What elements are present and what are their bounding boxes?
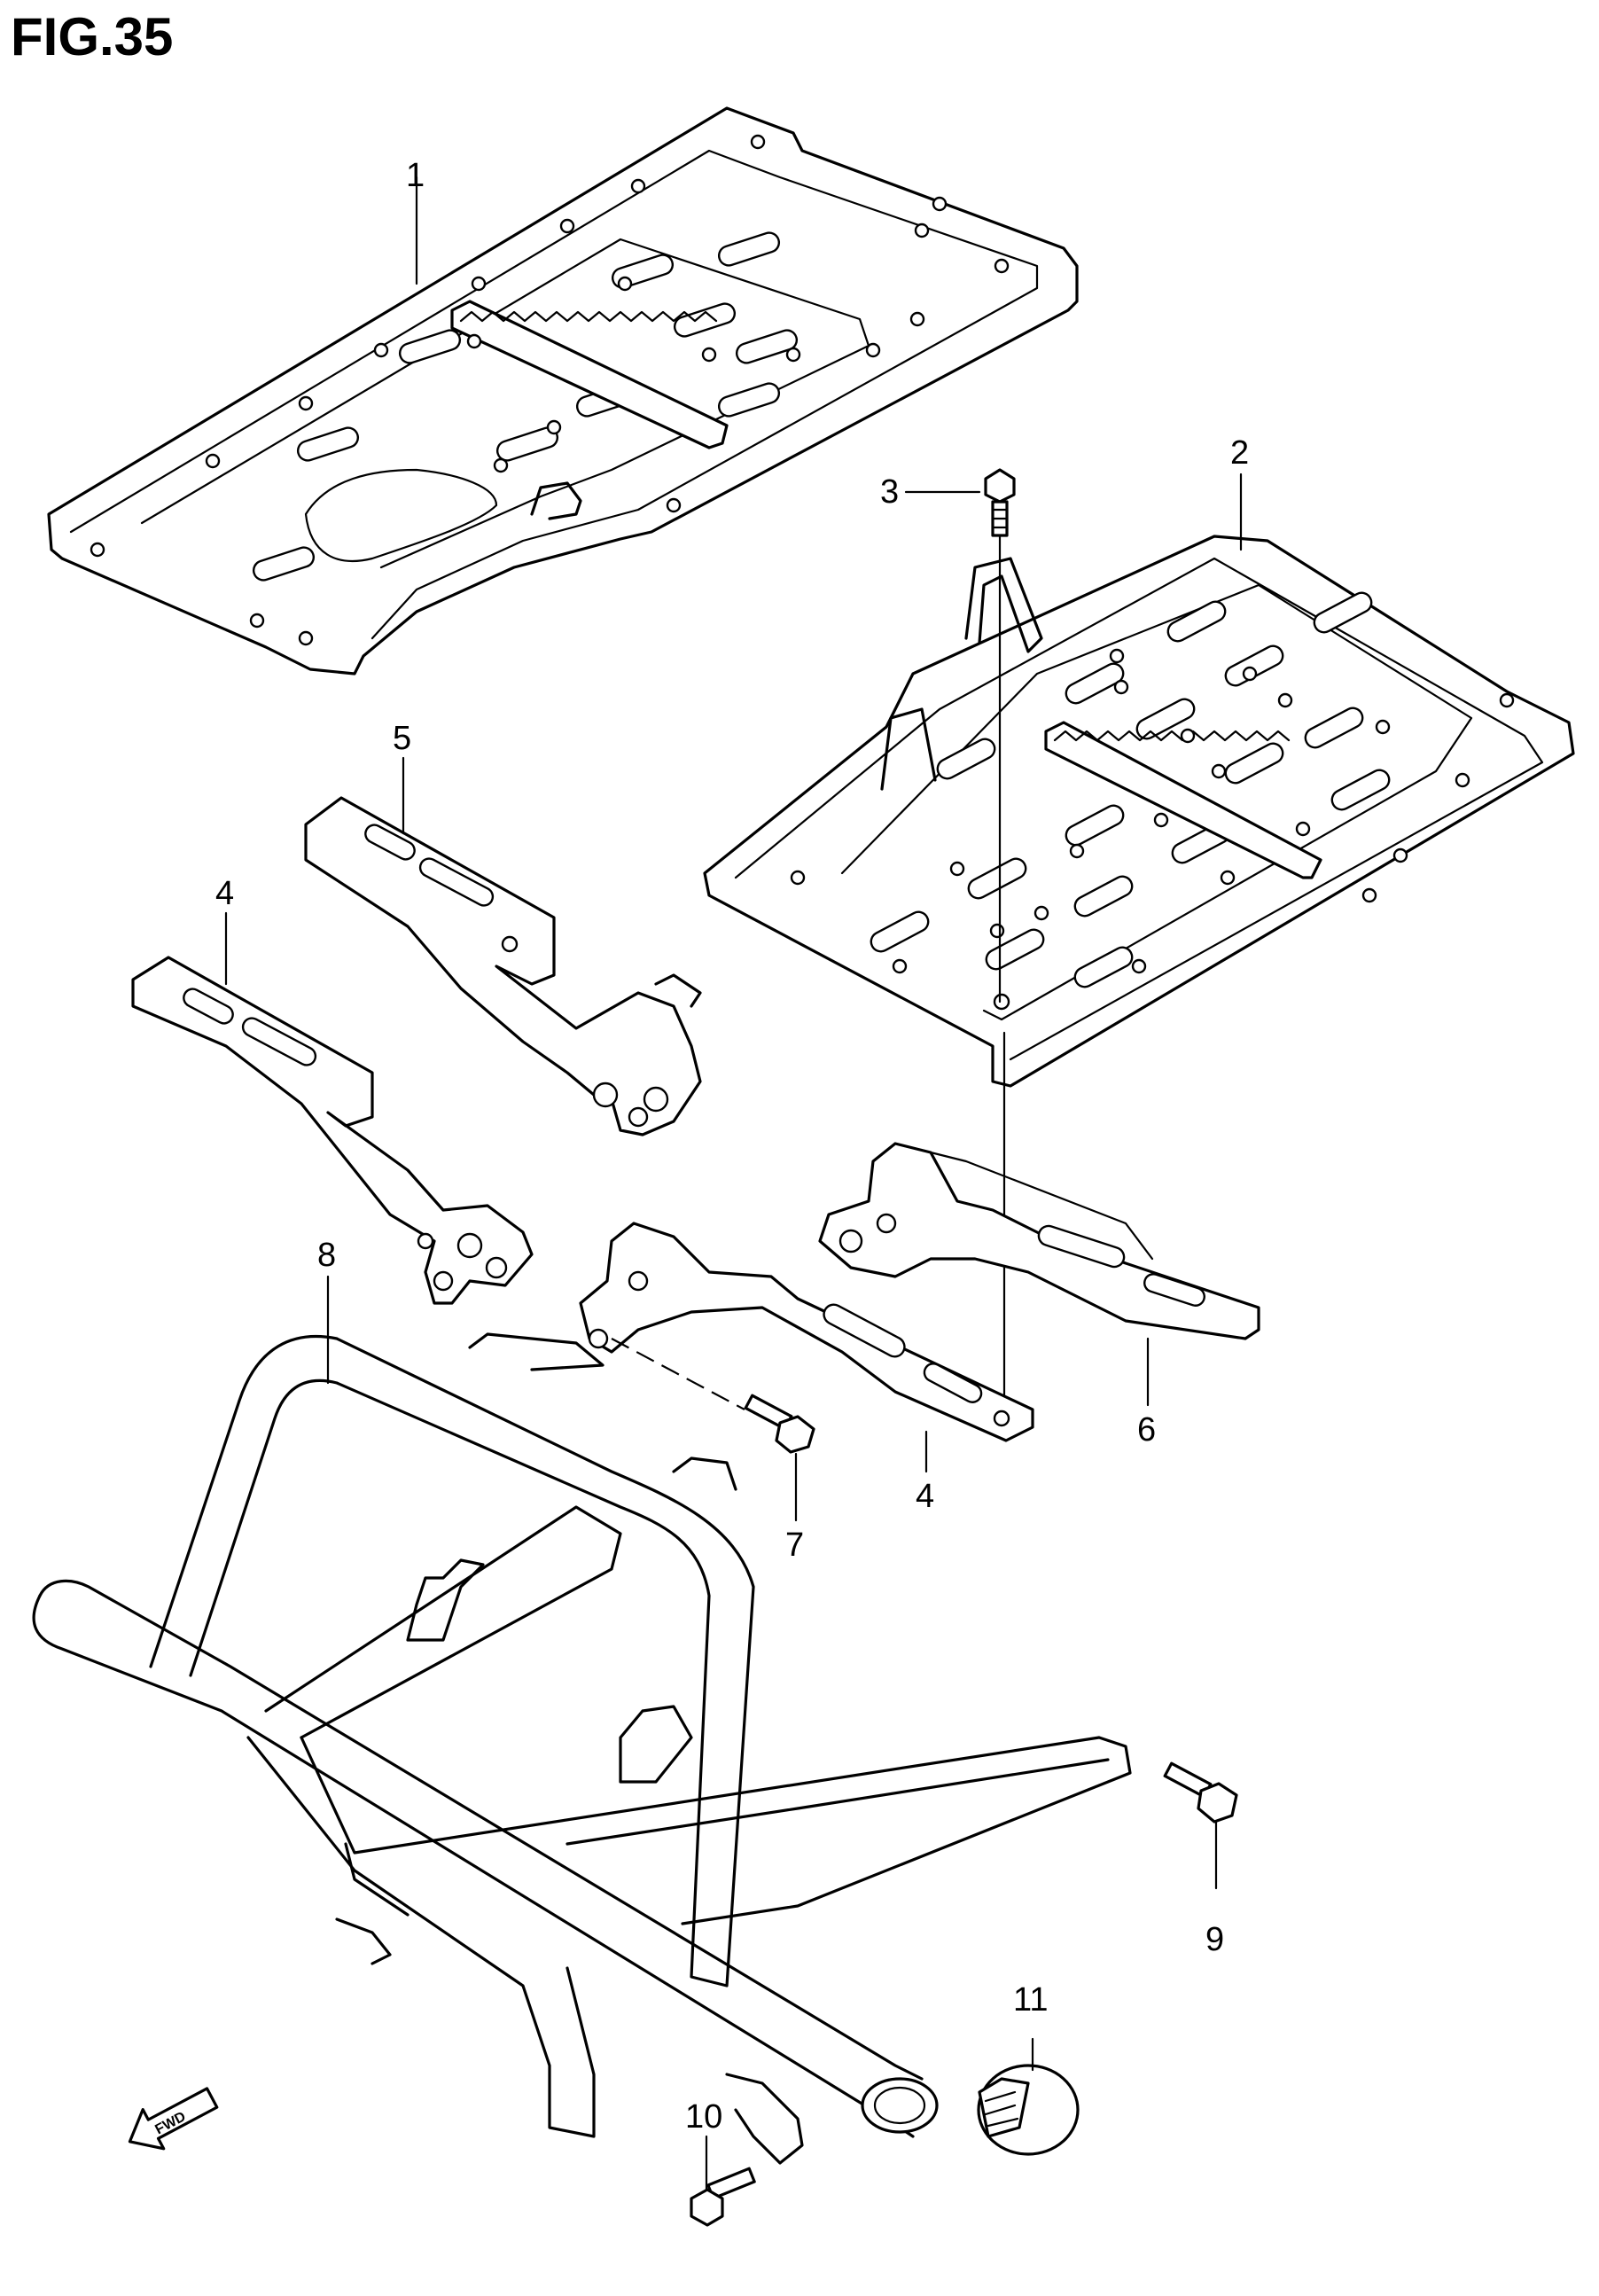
- callout-4a: 4: [215, 875, 234, 912]
- bracket-4-center: [579, 1222, 1034, 1442]
- callout-8: 8: [317, 1237, 336, 1274]
- bracket-4-left: [131, 956, 534, 1305]
- callout-11: 11: [1013, 1981, 1048, 2019]
- bracket-5: [304, 796, 702, 1136]
- bolt-9: [1163, 1761, 1238, 1824]
- callout-5: 5: [393, 720, 411, 757]
- plate2-holes: [790, 648, 1515, 1011]
- callout-2: 2: [1230, 434, 1249, 472]
- callout-3: 3: [880, 473, 899, 511]
- assembly-line-7: [611, 1338, 745, 1410]
- bolt-10: [690, 2167, 756, 2227]
- callout-7: 7: [785, 1527, 804, 1564]
- plate1-holes: [90, 134, 1010, 646]
- guard-frame-8: [32, 1332, 1132, 2165]
- footrest-plate-left: [47, 106, 1079, 676]
- callout-10: 10: [685, 2098, 722, 2136]
- bolt-7: [744, 1394, 815, 1454]
- bolt-3: [984, 468, 1016, 537]
- bracket-6: [818, 1142, 1260, 1340]
- callout-6: 6: [1137, 1411, 1156, 1449]
- callout-4b: 4: [916, 1478, 934, 1515]
- callout-1: 1: [406, 157, 425, 194]
- fwd-arrow-icon: FWD: [128, 2087, 219, 2151]
- figure-title: FIG.35: [11, 7, 173, 66]
- callout-9: 9: [1205, 1921, 1224, 1958]
- cap-11: [977, 2064, 1080, 2156]
- footrest-plate-right: [703, 535, 1575, 1088]
